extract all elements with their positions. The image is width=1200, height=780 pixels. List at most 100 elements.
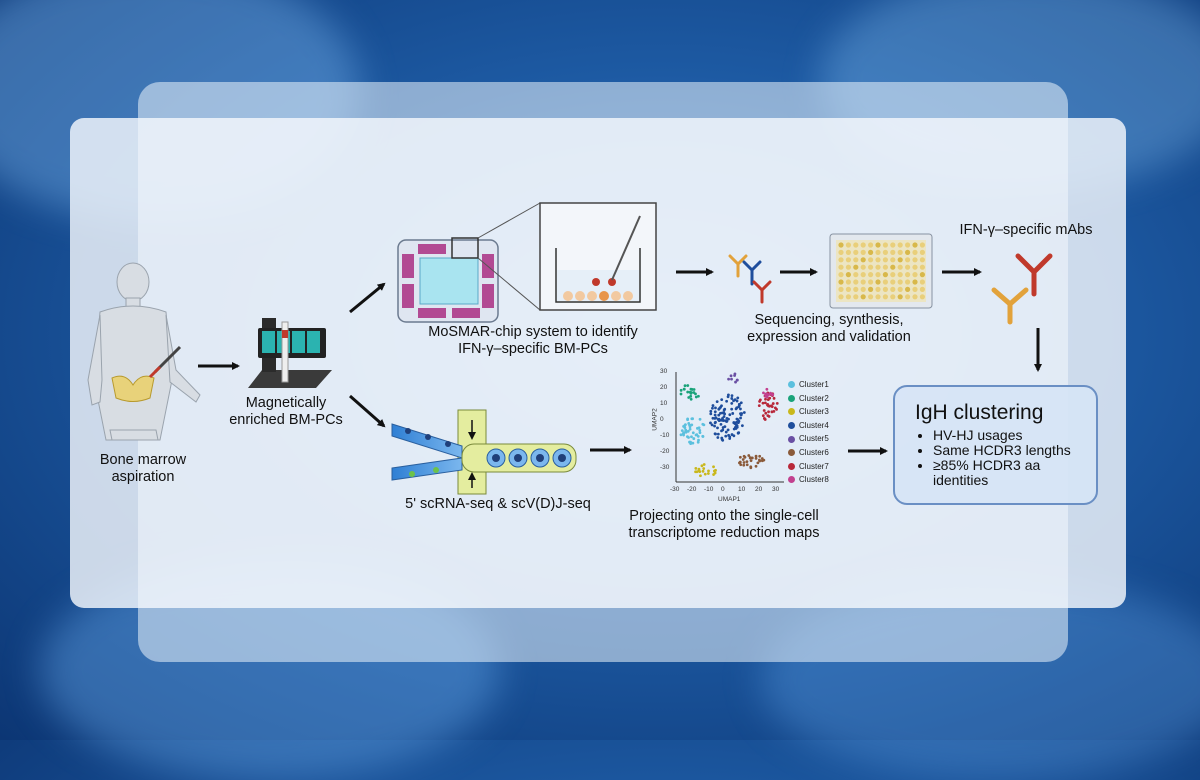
umap-point bbox=[775, 401, 779, 405]
umap-point bbox=[697, 394, 700, 398]
magnetic-separator-icon bbox=[248, 318, 332, 388]
legend-label: Cluster1 bbox=[799, 380, 829, 389]
plate-well bbox=[845, 249, 852, 255]
legend-entry: Cluster3 bbox=[788, 405, 829, 419]
plate-well bbox=[890, 294, 896, 300]
umap-point bbox=[728, 413, 732, 417]
umap-plot bbox=[675, 372, 784, 483]
plate-well bbox=[905, 286, 911, 292]
umap-point bbox=[740, 424, 744, 428]
plate-well bbox=[860, 257, 866, 263]
umap-point bbox=[714, 432, 717, 436]
umap-ylabel: UMAP2 bbox=[651, 408, 659, 431]
umap-point bbox=[699, 474, 702, 478]
bone-marrow-label: Bone marrow aspiration bbox=[99, 452, 187, 485]
arrow-to-scrna bbox=[349, 394, 386, 428]
umap-point bbox=[717, 413, 721, 417]
umap-point bbox=[717, 419, 721, 423]
plate-well bbox=[875, 249, 881, 255]
umap-point bbox=[758, 454, 762, 458]
umap-point bbox=[732, 434, 736, 438]
umap-point bbox=[771, 393, 775, 396]
umap-xtick: 10 bbox=[738, 486, 746, 493]
umap-point bbox=[731, 412, 735, 415]
igh-title: IgH clustering bbox=[915, 401, 1044, 424]
umap-point bbox=[766, 398, 770, 402]
umap-point bbox=[735, 417, 739, 421]
plate-well bbox=[853, 242, 859, 248]
microfluidic-channel-icon bbox=[391, 409, 577, 495]
plate-well bbox=[838, 272, 844, 278]
scrna-label: 5' scRNA-seq & scV(D)J-seq bbox=[405, 496, 591, 512]
plate-well bbox=[860, 279, 866, 285]
plate-well bbox=[890, 242, 896, 248]
human-figure bbox=[87, 262, 201, 441]
plate-well bbox=[875, 286, 881, 292]
umap-point bbox=[754, 464, 758, 468]
plate-well bbox=[868, 294, 874, 300]
plate-well bbox=[838, 249, 844, 255]
umap-xtick: -10 bbox=[704, 486, 714, 493]
plate-well bbox=[897, 294, 903, 300]
umap-point bbox=[735, 420, 738, 424]
plate-well bbox=[860, 286, 866, 292]
umap-point bbox=[714, 420, 717, 424]
umap-point bbox=[723, 412, 727, 416]
plate-well bbox=[860, 249, 866, 255]
plate-well bbox=[905, 264, 911, 270]
umap-point bbox=[709, 412, 713, 416]
umap-point bbox=[735, 399, 739, 403]
umap-ytick: -10 bbox=[660, 432, 670, 439]
igh-criteria-list: HV-HJ usagesSame HCDR3 lengths≥85% HCDR3… bbox=[915, 428, 1082, 488]
plate-well bbox=[919, 242, 926, 248]
umap-point bbox=[694, 466, 698, 470]
umap-point bbox=[764, 411, 768, 415]
plate-well bbox=[853, 294, 859, 300]
umap-point bbox=[739, 401, 743, 405]
syringe-icon bbox=[148, 345, 182, 379]
legend-entry: Cluster2 bbox=[788, 392, 829, 406]
umap-point bbox=[721, 416, 724, 420]
plate-well bbox=[875, 294, 881, 300]
umap-point bbox=[747, 454, 751, 457]
plate-well bbox=[882, 257, 889, 263]
plate-well bbox=[860, 294, 866, 300]
umap-point bbox=[709, 409, 713, 413]
umap-point bbox=[684, 423, 687, 427]
umap-point bbox=[727, 433, 730, 437]
pelvis-icon bbox=[111, 375, 155, 402]
umap-point bbox=[741, 458, 745, 461]
umap-point bbox=[701, 469, 705, 473]
umap-point bbox=[683, 384, 687, 388]
umap-point bbox=[738, 404, 741, 407]
plate-well bbox=[860, 264, 866, 270]
plate-well bbox=[897, 272, 903, 278]
umap-point bbox=[727, 417, 730, 421]
plate-well bbox=[868, 264, 874, 270]
plate-well bbox=[905, 242, 911, 248]
umap-point bbox=[689, 397, 693, 401]
plate-well bbox=[882, 279, 889, 285]
umap-point bbox=[756, 461, 760, 465]
plate-well bbox=[897, 264, 903, 270]
umap-point bbox=[686, 390, 690, 394]
plate-well bbox=[919, 294, 926, 300]
umap-point bbox=[735, 378, 739, 382]
workflow-panel bbox=[70, 118, 1126, 608]
plate-well bbox=[845, 257, 852, 263]
umap-point bbox=[690, 435, 693, 439]
umap-point bbox=[730, 397, 734, 400]
plate-well bbox=[868, 286, 874, 292]
umap-point bbox=[769, 404, 773, 408]
plate-well bbox=[845, 286, 852, 292]
umap-point bbox=[712, 465, 715, 469]
umap-point bbox=[727, 393, 730, 397]
umap-point bbox=[712, 469, 716, 473]
umap-point bbox=[758, 400, 761, 403]
umap-point bbox=[716, 426, 719, 430]
umap-point bbox=[689, 394, 693, 398]
umap-point bbox=[716, 432, 720, 436]
umap-point bbox=[742, 463, 746, 467]
umap-point bbox=[734, 380, 737, 384]
